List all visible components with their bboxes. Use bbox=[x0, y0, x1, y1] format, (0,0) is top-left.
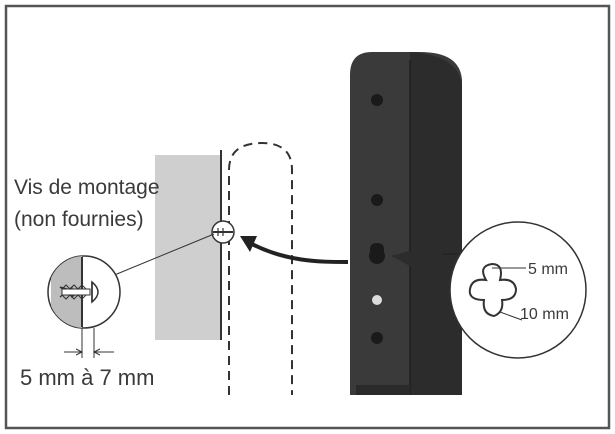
keyhole-slot-icon bbox=[449, 221, 587, 359]
leader-line bbox=[111, 233, 215, 277]
label-not-supplied: (non fournies) bbox=[14, 208, 144, 231]
speaker-dashed-outline bbox=[228, 141, 293, 395]
arrow-icon bbox=[240, 236, 349, 264]
mounting-screw-icon bbox=[211, 220, 235, 244]
label-keyhole-small: 5 mm bbox=[528, 261, 568, 278]
label-keyhole-large: 10 mm bbox=[520, 306, 569, 323]
magnified-screw-icon bbox=[47, 255, 121, 329]
wall-panel bbox=[155, 155, 221, 340]
depth-dimension bbox=[64, 328, 114, 358]
speaker bbox=[350, 52, 462, 395]
label-mounting-screw: Vis de montage bbox=[14, 176, 160, 199]
label-depth-range: 5 mm à 7 mm bbox=[20, 365, 155, 390]
callout-wedge bbox=[392, 242, 452, 290]
